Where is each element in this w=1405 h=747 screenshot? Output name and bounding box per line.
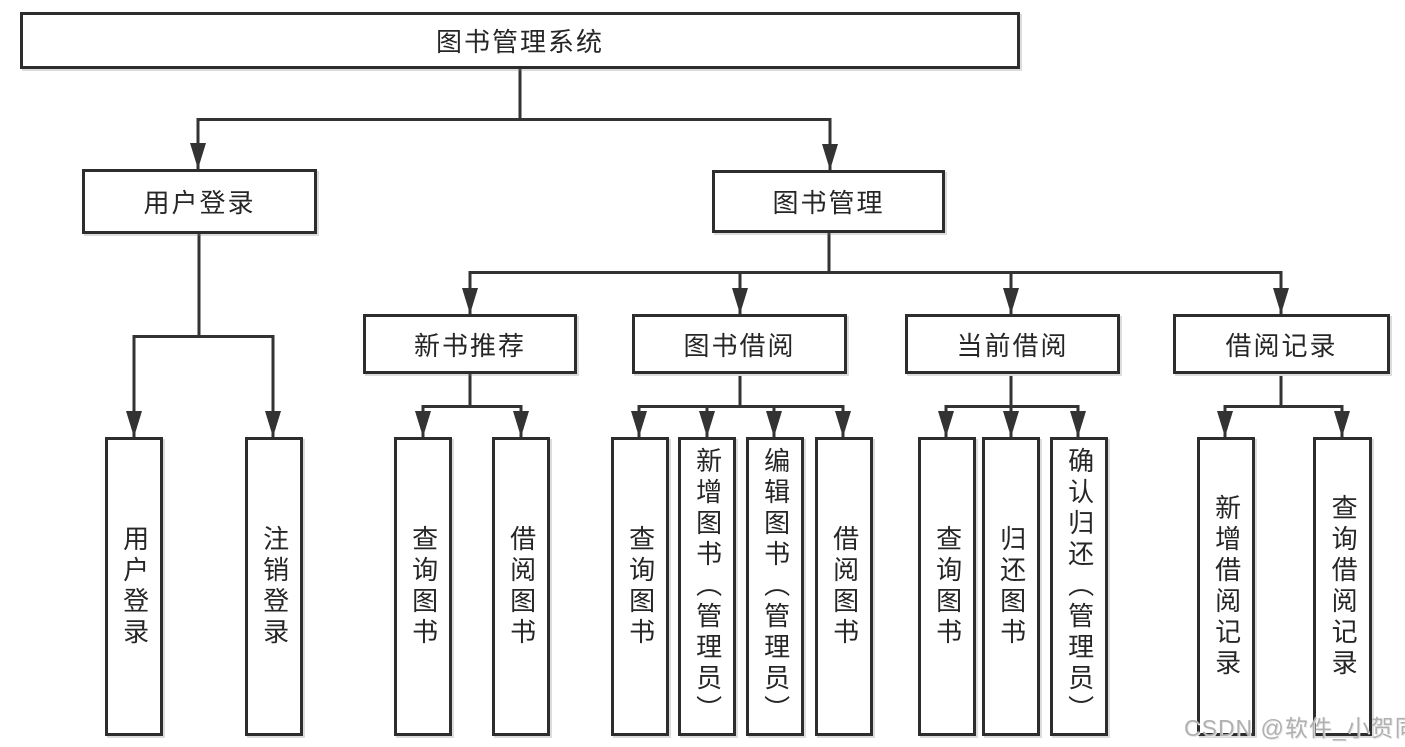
leaf-return-books: 归还图书 <box>982 437 1040 736</box>
leaf-borrow-books: 借阅图书 <box>815 437 873 736</box>
leaf-add-books-admin: 新增图书（管理员） <box>678 437 736 736</box>
connector-lines <box>132 68 1344 437</box>
leaf-label: 新增图书（管理员） <box>692 447 723 726</box>
connector <box>196 68 832 170</box>
connector <box>1223 376 1344 437</box>
node-label: 图书借阅 <box>683 330 796 361</box>
leaf-label: 借阅图书 <box>829 524 860 649</box>
connector <box>132 234 275 437</box>
node-new-book-recommendation: 新书推荐 <box>363 314 577 374</box>
leaf-user-login: 用户登录 <box>105 437 163 736</box>
leaf-query-books: 查询图书 <box>394 437 452 736</box>
arrowhead-down-icon <box>1334 411 1350 437</box>
connector <box>421 374 523 437</box>
leaf-edit-books-admin: 编辑图书（管理员） <box>746 437 804 736</box>
arrowhead-down-icon <box>822 144 838 170</box>
node-label: 用户登录 <box>143 188 256 218</box>
arrowhead-down-icon <box>1273 288 1289 314</box>
leaf-label: 新增借阅记录 <box>1211 493 1242 680</box>
arrowhead-down-icon <box>732 288 748 314</box>
arrowhead-down-icon <box>126 411 142 437</box>
node-borrowing-records: 借阅记录 <box>1173 314 1390 374</box>
arrowhead-down-icon <box>462 288 478 314</box>
arrowhead-down-icon <box>1070 411 1086 437</box>
arrowhead-down-icon <box>699 411 715 437</box>
leaf-add-borrow-record: 新增借阅记录 <box>1197 437 1255 736</box>
leaf-label: 查询借阅记录 <box>1328 493 1359 680</box>
node-label: 图书管理系统 <box>435 27 604 57</box>
arrowheads <box>126 143 1350 437</box>
leaf-query-books: 查询图书 <box>611 437 669 736</box>
node-book-borrowing: 图书借阅 <box>632 314 847 374</box>
connector <box>637 376 845 437</box>
arrowhead-down-icon <box>1217 411 1233 437</box>
leaf-label: 查询图书 <box>932 524 963 649</box>
node-label: 借阅记录 <box>1225 330 1338 361</box>
leaf-label: 借阅图书 <box>506 524 537 649</box>
node-label: 图书管理 <box>772 188 885 218</box>
watermark: CSDN @软件_小贺同学 <box>1184 715 1405 741</box>
arrowhead-down-icon <box>265 411 281 437</box>
arrowhead-down-icon <box>1003 288 1019 314</box>
leaf-label: 查询图书 <box>408 524 439 649</box>
leaf-confirm-return-admin: 确认归还（管理员） <box>1050 437 1108 736</box>
connector <box>468 233 1283 314</box>
leaf-label: 确认归还（管理员） <box>1064 447 1095 726</box>
node-current-borrowing: 当前借阅 <box>905 314 1120 374</box>
node-label: 新书推荐 <box>413 330 526 361</box>
arrowhead-down-icon <box>766 411 782 437</box>
leaf-label: 用户登录 <box>119 524 150 649</box>
arrowhead-down-icon <box>513 411 529 437</box>
leaf-query-borrow-record: 查询借阅记录 <box>1313 437 1372 736</box>
leaf-label: 编辑图书（管理员） <box>760 447 791 726</box>
node-user-login: 用户登录 <box>82 169 317 234</box>
arrowhead-down-icon <box>835 411 851 437</box>
leaf-label: 查询图书 <box>625 524 656 649</box>
arrowhead-down-icon <box>631 411 647 437</box>
leaf-label: 归还图书 <box>996 524 1027 649</box>
arrowhead-down-icon <box>1003 411 1019 437</box>
leaf-logout: 注销登录 <box>245 437 303 736</box>
node-library-system: 图书管理系统 <box>20 12 1020 69</box>
leaf-label: 注销登录 <box>259 524 290 649</box>
node-book-management: 图书管理 <box>712 170 945 233</box>
leaf-borrow-books: 借阅图书 <box>492 437 550 736</box>
arrowhead-down-icon <box>415 411 431 437</box>
arrowhead-down-icon <box>190 143 206 169</box>
node-label: 当前借阅 <box>956 330 1069 361</box>
leaf-query-books: 查询图书 <box>918 437 976 736</box>
arrowhead-down-icon <box>938 411 954 437</box>
